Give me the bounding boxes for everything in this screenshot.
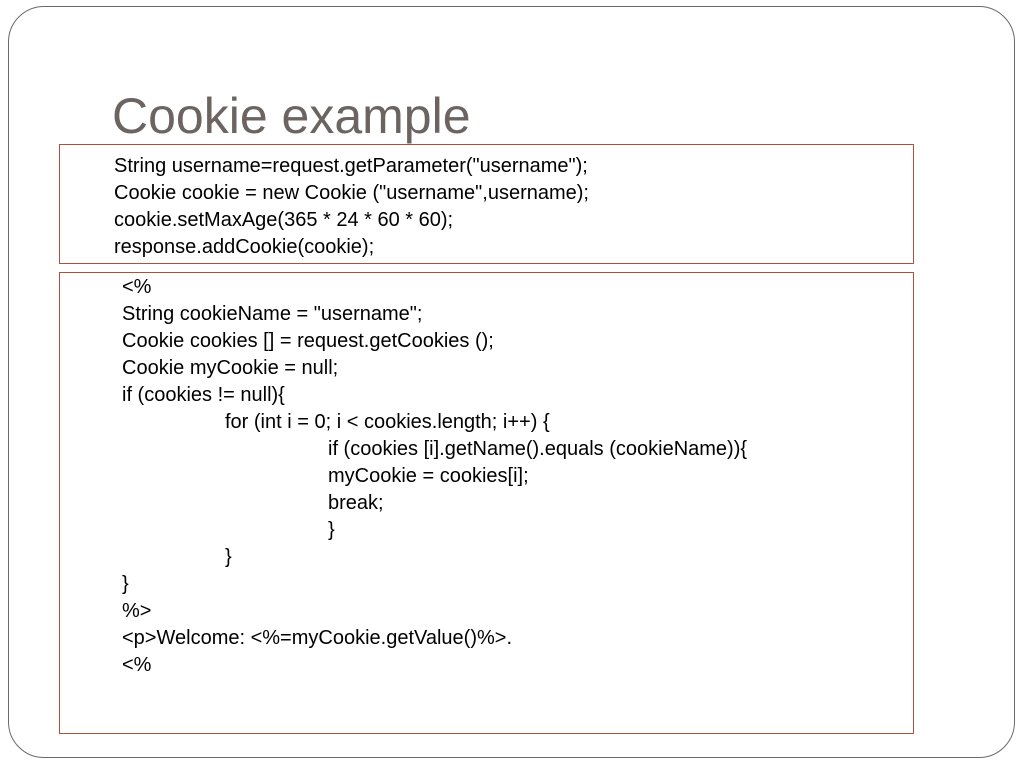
code-line: }	[225, 546, 232, 568]
code-line: <%	[122, 276, 152, 298]
code-line: for (int i = 0; i < cookies.length; i++)…	[225, 411, 550, 433]
code-line: }	[328, 519, 335, 541]
code-line: Cookie cookie = new Cookie ("username",u…	[114, 182, 589, 204]
code-line: cookie.setMaxAge(365 * 24 * 60 * 60);	[114, 209, 454, 231]
code-line: String cookieName = "username";	[122, 303, 423, 325]
code-line: }	[122, 573, 129, 595]
code-block-set-cookie: String username=request.getParameter("us…	[59, 144, 914, 264]
code-line: Cookie myCookie = null;	[122, 357, 339, 379]
code-line: myCookie = cookies[i];	[328, 465, 529, 487]
code-line: Cookie cookies [] = request.getCookies (…	[122, 330, 494, 352]
code-line: <%	[122, 654, 152, 676]
code-line: if (cookies != null){	[122, 384, 285, 406]
code-line: break;	[328, 492, 384, 514]
code-line: <p>Welcome: <%=myCookie.getValue()%>.	[122, 627, 513, 649]
code-line: response.addCookie(cookie);	[114, 236, 375, 258]
code-block-read-cookie: <% String cookieName = "username"; Cooki…	[59, 272, 914, 734]
code-line: %>	[122, 600, 152, 622]
code-line: if (cookies [i].getName().equals (cookie…	[328, 438, 748, 460]
slide-title: Cookie example	[112, 88, 471, 144]
code-line: String username=request.getParameter("us…	[114, 155, 588, 177]
